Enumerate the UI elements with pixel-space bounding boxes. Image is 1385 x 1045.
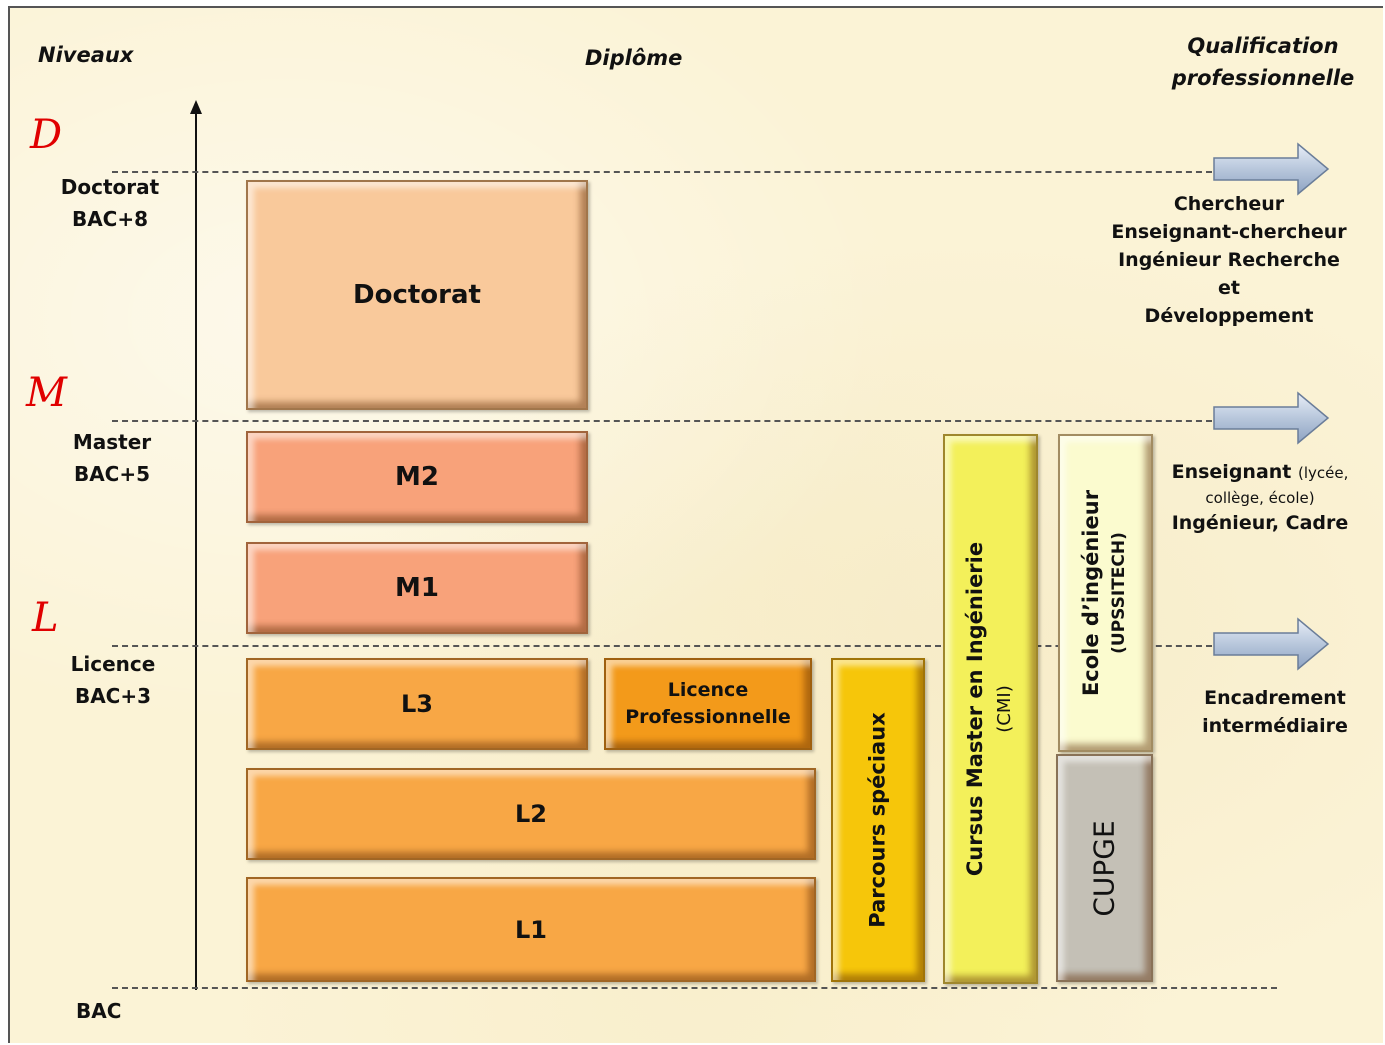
box-parcours-speciaux-label: Parcours spéciaux (866, 712, 890, 928)
box-ecole-ingenieur: Ecole d’ingénieur (UPSSITECH) (1058, 434, 1153, 752)
box-l3: L3 (246, 658, 588, 750)
box-ecole-ingenieur-line1: Ecole d’ingénieur (1079, 489, 1104, 697)
level-licence: Licence BAC+3 (53, 648, 173, 712)
right-block-arrow-icon (1213, 617, 1330, 671)
header-qualification: Qualification professionnelle (1158, 30, 1368, 94)
qualification-master-detail-a: (lycée, (1298, 464, 1349, 482)
qualification-master-title: Enseignant (1171, 461, 1292, 483)
level-doctorat-name: Doctorat (60, 175, 160, 199)
qualification-doctorat-line2: Enseignant-chercheur (1111, 221, 1347, 243)
box-l2-label: L2 (515, 800, 547, 828)
level-master-name: Master (72, 430, 152, 454)
qualification-licence-line2: intermédiaire (1202, 715, 1348, 737)
qualification-master-detail-b: collège, école) (1205, 489, 1315, 507)
level-doctorat-bac: BAC+8 (71, 207, 149, 231)
box-l3-label: L3 (401, 690, 433, 718)
box-cupge-label: CUPGE (1088, 819, 1122, 917)
qualification-doctorat-line3: Ingénieur Recherche et (1118, 249, 1340, 299)
box-ecole-ingenieur-label: Ecole d’ingénieur (UPSSITECH) (1078, 490, 1134, 696)
box-cmi: Cursus Master en Ingénierie (CMI) (943, 434, 1038, 984)
box-licence-professionnelle-line1: Licence (667, 679, 749, 701)
letter-d: D (30, 112, 63, 158)
up-arrow-icon (190, 100, 202, 114)
qualification-licence-line1: Encadrement (1204, 687, 1346, 709)
header-diploma: Diplôme (585, 46, 683, 70)
box-m2: M2 (246, 431, 588, 523)
letter-l: L (32, 595, 59, 641)
box-m1: M1 (246, 542, 588, 634)
box-licence-professionnelle-label: Licence Professionnelle (625, 677, 791, 731)
level-doctorat: Doctorat BAC+8 (50, 171, 170, 235)
box-l1: L1 (246, 877, 816, 982)
header-levels: Niveaux (38, 43, 134, 67)
box-doctorat: Doctorat (246, 180, 588, 410)
box-parcours-speciaux: Parcours spéciaux (831, 658, 925, 982)
qualification-doctorat-line1: Chercheur (1173, 193, 1285, 215)
header-qualification-line1: Qualification (1187, 34, 1339, 58)
level-master-bac: BAC+5 (73, 462, 151, 486)
licence-level-line (112, 645, 1212, 647)
qualification-doctorat-line4: Développement (1144, 305, 1314, 327)
box-l1-label: L1 (515, 915, 547, 944)
master-level-line (112, 420, 1212, 422)
level-licence-name: Licence (70, 652, 156, 676)
level-bac: BAC (76, 999, 122, 1023)
box-m2-label: M2 (395, 462, 439, 492)
box-cupge: CUPGE (1056, 754, 1153, 982)
box-licence-professionnelle-line2: Professionnelle (625, 706, 791, 728)
box-ecole-ingenieur-line2: (UPSSITECH) (1109, 532, 1130, 654)
box-cmi-label: Cursus Master en Ingénierie (CMI) (961, 542, 1021, 876)
qualification-master: Enseignant (lycée, collège, école) Ingén… (1165, 458, 1355, 537)
letter-m: M (26, 370, 67, 416)
doctorat-level-line (112, 171, 1212, 173)
box-cmi-line2: (CMI) (994, 685, 1016, 733)
level-master: Master BAC+5 (52, 426, 172, 490)
box-cmi-line1: Cursus Master en Ingénierie (963, 541, 988, 877)
box-l2: L2 (246, 768, 816, 860)
level-licence-bac: BAC+3 (74, 684, 152, 708)
qualification-master-line1: Enseignant (lycée, (1165, 458, 1355, 487)
right-block-arrow-icon (1213, 391, 1330, 445)
box-doctorat-label: Doctorat (353, 280, 481, 310)
bac-level-line (112, 987, 1277, 989)
diagram-frame (8, 6, 1383, 1043)
qualification-licence: Encadrement intermédiaire (1190, 684, 1360, 740)
box-m1-label: M1 (395, 573, 439, 603)
qualification-doctorat: Chercheur Enseignant-chercheur Ingénieur… (1108, 190, 1350, 330)
qualification-master-line3: Ingénieur, Cadre (1171, 512, 1349, 534)
right-block-arrow-icon (1213, 142, 1330, 196)
box-licence-professionnelle: Licence Professionnelle (604, 658, 812, 750)
header-qualification-line2: professionnelle (1171, 66, 1355, 90)
